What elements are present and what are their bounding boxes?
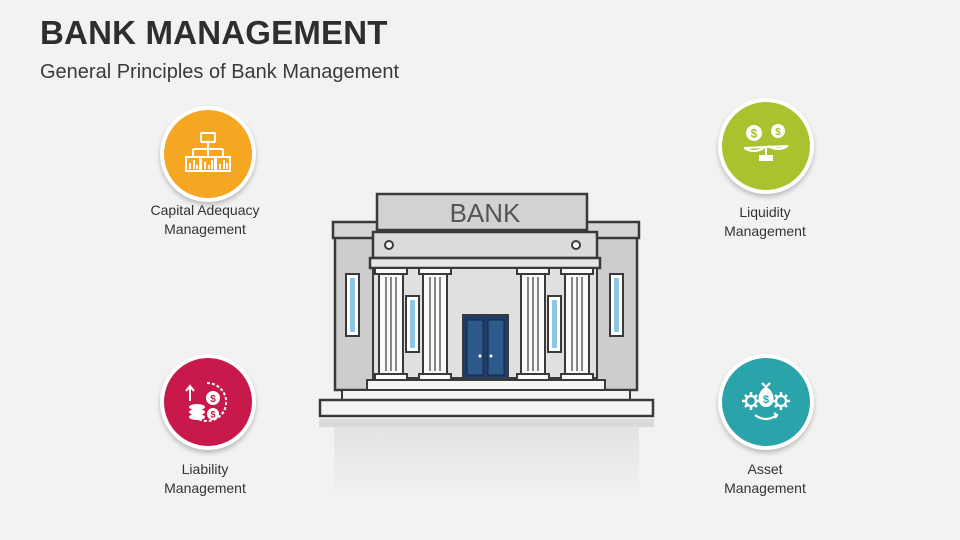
asset-circle: $ [718, 354, 814, 450]
frieze-rivet-right [571, 240, 581, 250]
liquidity-circle: $ $ [718, 98, 814, 194]
page-subtitle: General Principles of Bank Management [40, 61, 400, 83]
step-middle [341, 389, 631, 401]
label-line-2: Management [724, 223, 806, 239]
svg-text:$: $ [210, 394, 216, 405]
svg-text:$: $ [763, 394, 769, 406]
column-3 [516, 267, 550, 381]
capital-adequacy-circle [160, 106, 256, 202]
bank-building-illustration: BANK [318, 192, 655, 500]
column-2 [418, 267, 452, 381]
label-line-1: Liability [181, 461, 229, 477]
asset-label: Asset Management [675, 460, 855, 498]
svg-text:$: $ [775, 127, 781, 138]
label-line-2: Management [164, 480, 246, 496]
sign-board [375, 192, 589, 232]
liquidity-label: Liquidity Management [675, 203, 855, 241]
label-line-2: Management [724, 480, 806, 496]
coins-chart-icon: $ $ [185, 381, 228, 422]
column-1 [374, 267, 408, 381]
liability-label: Liability Management [115, 460, 295, 498]
step-base [318, 398, 655, 418]
entablature [368, 256, 602, 270]
label-line-1: Capital Adequacy [150, 202, 260, 218]
pedestal [334, 422, 639, 500]
svg-text:$: $ [751, 127, 758, 141]
label-line-2: Management [164, 221, 246, 237]
step-top [366, 379, 606, 391]
pedestal-top [319, 419, 654, 427]
money-gears-icon: $ [742, 382, 790, 421]
column-4 [560, 267, 594, 381]
label-line-1: Liquidity [739, 204, 791, 220]
liability-circle: $ $ [160, 354, 256, 450]
frieze-rivet-left [384, 240, 394, 250]
svg-text:$: $ [210, 410, 215, 420]
org-chart-icon [185, 132, 231, 172]
money-scale-icon: $ $ [743, 124, 789, 161]
frieze [371, 230, 599, 260]
bank-sign-text: BANK [450, 198, 521, 228]
page-title: BANK MANAGEMENT [40, 14, 388, 51]
label-line-1: Asset [747, 461, 783, 477]
capital-adequacy-label: Capital Adequacy Management [115, 201, 295, 239]
